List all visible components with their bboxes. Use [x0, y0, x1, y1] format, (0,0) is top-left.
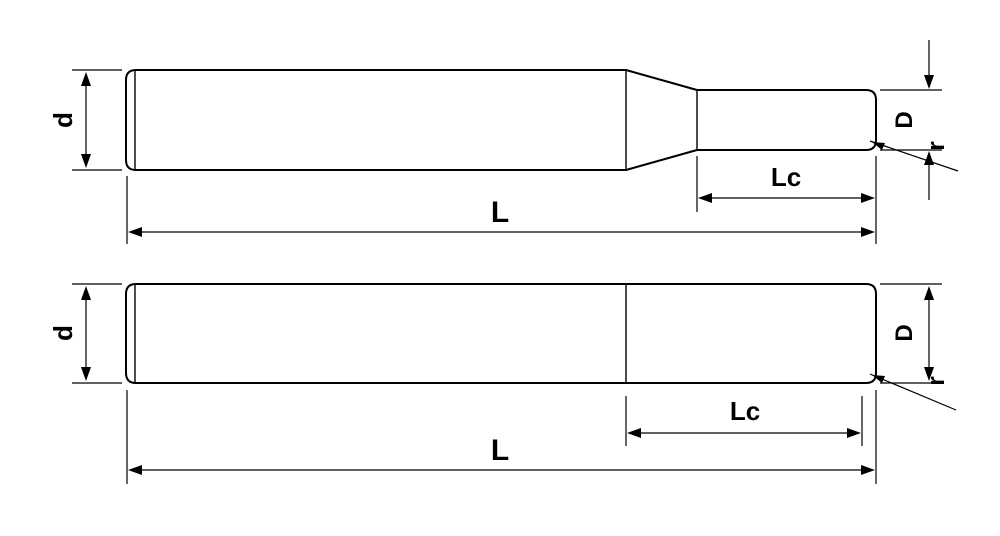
cutting-length-dimension: Lc: [696, 156, 875, 212]
overall-length-dimension: L: [126, 156, 877, 244]
cutting-diameter-dimension: D: [880, 40, 942, 200]
corner-radius-label: r: [923, 376, 950, 385]
overall-length-dimension: L: [126, 390, 877, 484]
corner-radius-dimension: r: [869, 140, 959, 172]
overall-length-label: L: [491, 196, 509, 229]
overall-length-label: L: [491, 434, 509, 467]
shank-diameter-dimension: d: [48, 69, 122, 171]
shank-diameter-dimension: d: [48, 283, 122, 384]
straight-tool-outline: [125, 283, 877, 384]
cutting-length-dimension: Lc: [625, 396, 863, 446]
necked-tool-diagram: d L Lc D: [48, 40, 959, 244]
cutting-diameter-dimension: D: [880, 283, 942, 384]
cutting-length-label: Lc: [730, 396, 760, 426]
necked-tool-outline: [125, 69, 877, 171]
shank-diameter-label: d: [48, 112, 78, 128]
cutting-diameter-label: D: [891, 324, 918, 341]
cutting-diameter-label: D: [891, 111, 918, 128]
corner-radius-dimension: r: [869, 373, 957, 411]
shank-diameter-label: d: [48, 325, 78, 341]
corner-radius-label: r: [923, 141, 950, 150]
straight-tool-diagram: d L Lc D: [48, 283, 957, 484]
cutting-length-label: Lc: [771, 162, 801, 192]
